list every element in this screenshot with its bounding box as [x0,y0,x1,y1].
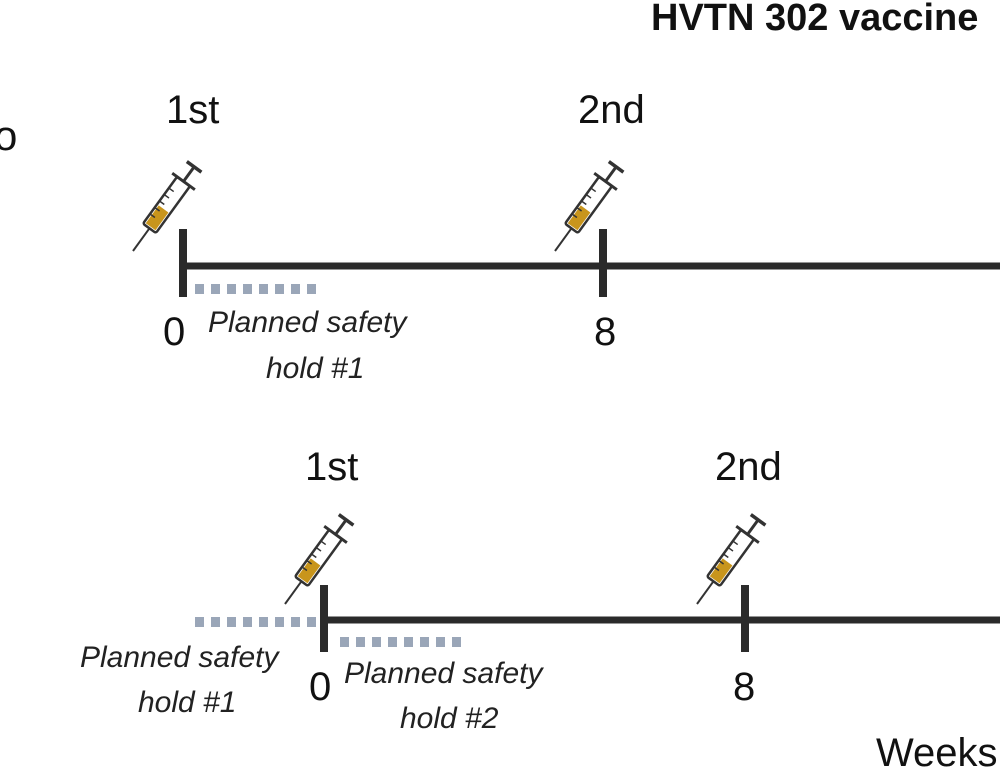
syringe-icon [541,156,630,261]
tick-label-week-8: 8 [733,665,755,709]
safety-hold-label: Planned safety [208,306,408,339]
cut-off-glyph: o [0,112,17,159]
safety-hold-label: hold #1 [266,352,364,385]
tick-label-week-0: 0 [163,310,185,354]
syringe-icon [119,156,208,261]
safety-hold-label: Planned safety [80,641,280,674]
safety-hold-label: Planned safety [344,657,544,690]
syringe-icon [683,509,772,614]
timeline-bottom: 0 8 Planned safety hold #1 Planned safet… [80,445,1000,735]
diagram-title: HVTN 302 vaccine [651,0,978,39]
dose-label-2nd: 2nd [715,445,782,489]
tick-label-week-0: 0 [309,665,331,709]
x-unit-label: Weeks [876,731,998,769]
tick-label-week-8: 8 [594,310,616,354]
safety-hold-label: hold #1 [138,686,236,719]
dose-label-2nd: 2nd [578,88,645,132]
dose-label-1st: 1st [305,445,358,489]
dose-label-1st: 1st [166,88,219,132]
syringe-icon [271,509,360,614]
timeline-top: 0 8 Planned safety hold #1 1st 2nd [119,88,1000,385]
safety-hold-label: hold #2 [400,702,499,735]
